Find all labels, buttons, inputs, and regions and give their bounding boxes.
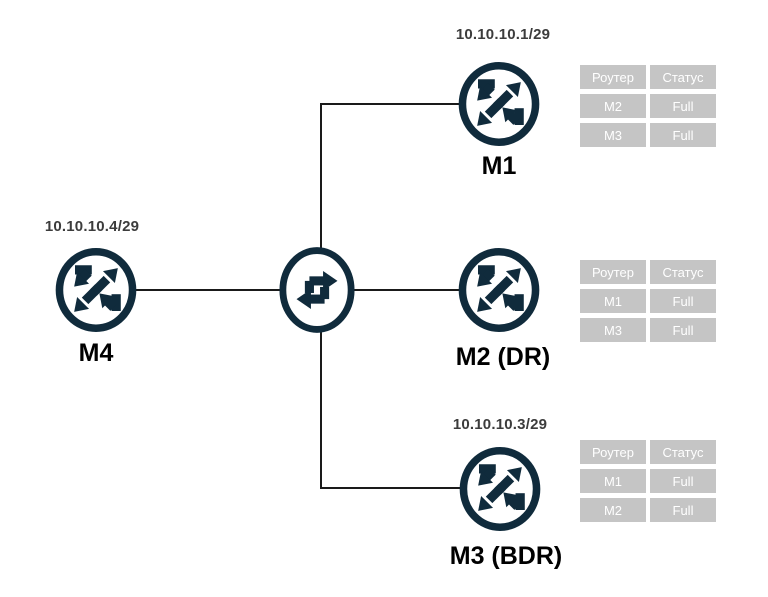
table-cell: Full: [650, 469, 716, 493]
table-cell: Full: [650, 318, 716, 342]
link-m1-line: [320, 103, 461, 105]
table-cell: M3: [580, 318, 646, 342]
table-cell: M2: [580, 94, 646, 118]
table-cell: M3: [580, 123, 646, 147]
m1-node-label: M1: [481, 152, 517, 180]
table-cell: M1: [580, 289, 646, 313]
table-header-cell: Роутер: [580, 65, 646, 89]
router-icon: [457, 60, 541, 148]
m2-node-label: M2 (DR): [455, 343, 551, 371]
m1-neighbor-table: Роутер Статус M2 Full M3 Full: [580, 65, 716, 147]
router-icon: [458, 445, 542, 533]
router-icon: [54, 246, 138, 334]
m3-neighbor-table: Роутер Статус M1 Full M2 Full: [580, 440, 716, 522]
table-header-cell: Роутер: [580, 260, 646, 284]
table-cell: Full: [650, 123, 716, 147]
m1-ip-label: 10.10.10.1/29: [455, 26, 551, 43]
table-header-cell: Роутер: [580, 440, 646, 464]
router-icon: [457, 246, 541, 334]
table-cell: Full: [650, 289, 716, 313]
link-m3-line: [320, 487, 462, 489]
table-header-cell: Статус: [650, 65, 716, 89]
link-m2-line: [320, 289, 461, 291]
link-m4-line: [136, 289, 321, 291]
table-cell: M1: [580, 469, 646, 493]
m3-node-label: M3 (BDR): [449, 542, 563, 570]
switch-icon: [279, 246, 355, 334]
table-cell: Full: [650, 94, 716, 118]
table-cell: M2: [580, 498, 646, 522]
m4-ip-label: 10.10.10.4/29: [44, 218, 140, 235]
table-header-cell: Статус: [650, 260, 716, 284]
m3-ip-label: 10.10.10.3/29: [452, 416, 548, 433]
table-header-cell: Статус: [650, 440, 716, 464]
m4-node-label: M4: [78, 339, 114, 367]
m2-neighbor-table: Роутер Статус M1 Full M3 Full: [580, 260, 716, 342]
table-cell: Full: [650, 498, 716, 522]
